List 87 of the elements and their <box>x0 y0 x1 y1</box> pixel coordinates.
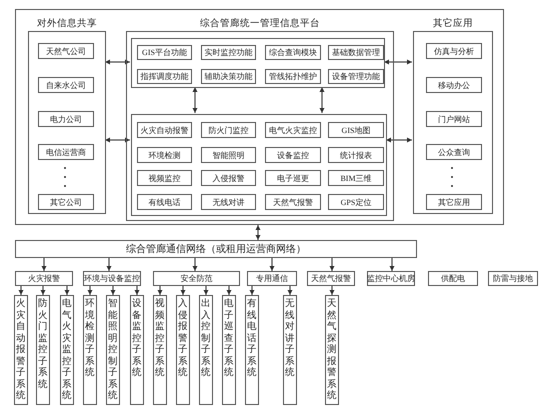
arrow <box>104 60 130 64</box>
subsystem-box: 火灾自动报警子系统 <box>14 295 28 405</box>
function-box: 辅助决策功能 <box>201 69 256 84</box>
module-box: 天然气报警 <box>265 194 321 210</box>
module-box: GPS定位 <box>328 194 384 210</box>
module-box: 入侵报警 <box>201 170 256 186</box>
subsystem-box: 天然气探测报警系统 <box>325 295 339 405</box>
module-box: GIS地图 <box>328 122 384 138</box>
panel-heading: 对外信息共享 <box>37 17 97 30</box>
module-box: 智能照明 <box>201 147 256 163</box>
function-box: GIS平台功能 <box>137 45 192 60</box>
function-box: 设备管理功能 <box>328 69 384 84</box>
company-box: 电信运营商 <box>38 144 94 160</box>
module-box: 电子巡更 <box>265 170 321 186</box>
application-box: 移动办公 <box>426 77 482 93</box>
arrow <box>110 286 116 296</box>
arrow <box>320 86 324 114</box>
function-box: 管线拓扑维护 <box>265 69 321 84</box>
module-box: 环境检测 <box>137 147 192 163</box>
module-box: 有线电话 <box>137 194 192 210</box>
arrow <box>134 286 140 296</box>
panel-heading: 其它应用 <box>433 17 473 30</box>
arrow <box>106 258 112 272</box>
arrow <box>204 286 208 296</box>
subsystem-box: 视频监控子系统 <box>153 295 167 405</box>
company-box: 其它公司 <box>38 194 94 210</box>
arrow <box>18 286 24 296</box>
subsystem-box: 无线对讲子系统 <box>283 295 297 405</box>
arrow <box>192 258 198 272</box>
function-box: 实时监控功能 <box>201 45 256 60</box>
arrow <box>42 258 46 272</box>
module-box: 统计报表 <box>328 147 384 163</box>
module-box: 视频监控 <box>137 170 192 186</box>
module-box: 无线对讲 <box>201 194 256 210</box>
subsystem-box: 设备监控子系统 <box>130 295 144 405</box>
group-frame <box>131 114 387 216</box>
subsystem-box: 出入控制子系统 <box>199 295 213 405</box>
application-box: 其它应用 <box>426 194 482 210</box>
category-box: 环境与设备监控 <box>83 271 141 286</box>
subsystem-box: 智能照明控制子系统 <box>106 295 120 405</box>
subsystem-box: 电气火灾监控子系统 <box>60 295 74 405</box>
function-box: 基础数据管理 <box>328 45 384 60</box>
subsystem-box: 防火门监控子系统 <box>36 295 50 405</box>
arrow <box>250 286 254 296</box>
arrow <box>180 286 186 296</box>
arrow <box>288 286 292 296</box>
subsystem-box: 环境检测子系统 <box>83 295 97 405</box>
subsystem-box: 入侵报警子系统 <box>176 295 190 405</box>
function-box: 指挥调度功能 <box>137 69 192 84</box>
outer-frame <box>15 9 504 225</box>
subsystem-box: 电子巡查子系统 <box>222 295 236 405</box>
module-box: BIM三维 <box>328 170 384 186</box>
category-box: 天然气报警 <box>307 271 355 286</box>
application-box: 仿真与分析 <box>426 43 482 59</box>
module-box: 防火门监控 <box>201 122 256 138</box>
subsystem-box: 有线电话子系统 <box>245 295 259 405</box>
function-box: 综合查询模块 <box>265 45 321 60</box>
arrow <box>386 138 412 142</box>
arrow <box>330 286 334 296</box>
application-box: 公众查询 <box>426 144 482 160</box>
arrow <box>384 60 412 64</box>
category-box: 专用通信 <box>247 271 297 286</box>
arrow <box>270 258 274 272</box>
arrow <box>40 286 46 296</box>
module-box: 火灾自动报警 <box>137 122 192 138</box>
arrow <box>64 286 70 296</box>
module-box: 电气火灾监控 <box>265 122 321 138</box>
category-box: 安全防范 <box>153 271 240 286</box>
network-bar: 综合管廊通信网络（或租用运营商网络） <box>15 240 417 258</box>
arrow <box>226 286 232 296</box>
arrow <box>390 258 394 272</box>
arrow <box>192 86 198 114</box>
group-frame <box>131 38 385 88</box>
arrow <box>88 286 92 296</box>
category-box: 防雷与接地 <box>488 271 538 286</box>
category-box: 火灾报警 <box>15 271 73 286</box>
company-box: 自来水公司 <box>38 77 94 93</box>
company-box: 电力公司 <box>38 111 94 127</box>
arrow <box>158 286 162 296</box>
panel-heading: 综合管廊统一管理信息平台 <box>200 17 320 30</box>
module-box: 设备监控 <box>265 147 321 163</box>
arrow <box>256 224 260 240</box>
arrow <box>104 138 130 142</box>
arrow <box>330 258 334 272</box>
application-box: 门户网站 <box>426 111 482 127</box>
company-box: 天然气公司 <box>38 43 94 59</box>
category-box: 供配电 <box>428 271 478 286</box>
